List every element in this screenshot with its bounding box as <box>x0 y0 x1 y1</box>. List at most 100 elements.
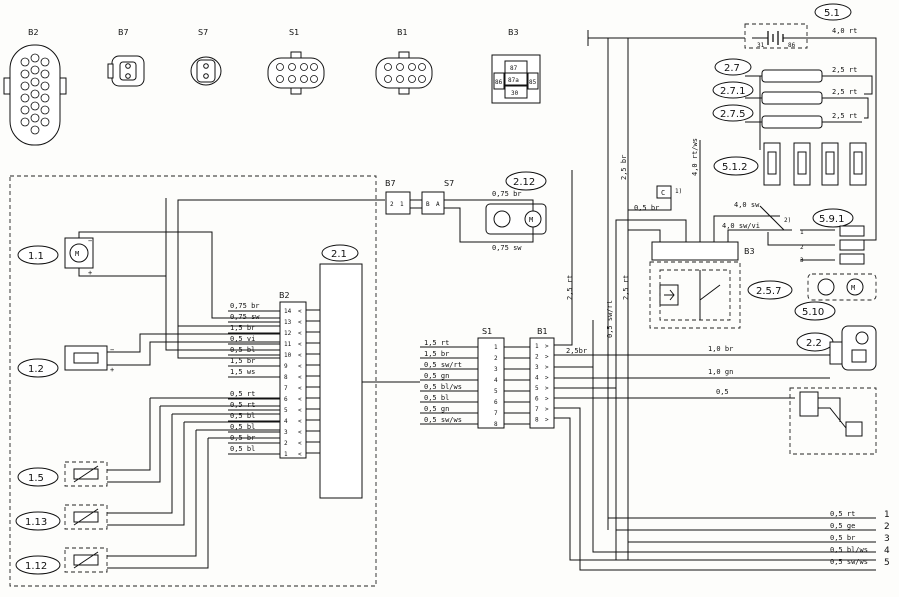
ref-5-10-badge: 5.10 <box>794 301 836 321</box>
ref-2-1-badge: 2.1 <box>321 244 359 262</box>
fuse-2-7-5 <box>761 115 823 129</box>
ref-1-5-badge: 1.5 <box>17 467 59 487</box>
b2-wire-label: 0,75 br <box>230 302 260 310</box>
s1-wire-label: 1,5 rt <box>424 339 449 347</box>
svg-text:<: < <box>298 308 302 315</box>
connector-s1-icon: S1 <box>267 28 325 95</box>
svg-text:M: M <box>529 216 533 224</box>
b2-pin-number: 7 <box>284 385 288 392</box>
svg-text:−: − <box>88 237 92 245</box>
svg-text:<: < <box>298 352 302 359</box>
b7-column-title: B7 <box>385 179 396 188</box>
ref-1-12-badge: 1.12 <box>15 555 61 575</box>
ref-5-9-1-badge: 5.9.1 <box>812 208 854 228</box>
b2-pin-number: 4 <box>284 418 288 425</box>
s1-pin-number: 2 <box>494 355 498 362</box>
top-wire-label-3: 2,5 rt <box>832 88 857 96</box>
s1-wire-label: 0,5 sw/rt <box>424 361 462 369</box>
ref-1-2-badge: 1.2 <box>17 358 59 378</box>
svg-text:<: < <box>298 341 302 348</box>
wire-label-075sw: 0,75 sw <box>492 244 522 252</box>
s7-column-title: S7 <box>444 179 454 188</box>
svg-text:<: < <box>298 385 302 392</box>
s1-wire-label: 0,5 gn <box>424 372 449 380</box>
b2-wire-label: 0,5 bl <box>230 423 255 431</box>
ref-2-7-5-badge: 2.7.5 <box>712 104 754 122</box>
svg-text:M: M <box>75 250 79 258</box>
b2-row: 0,5 bl1< <box>228 445 320 458</box>
relay-pin-87: 87 <box>510 65 518 72</box>
motor-2-12-wiring <box>410 199 534 243</box>
b1-pin-rows: 1>2>3>4>5>6>7>8> <box>535 343 549 424</box>
svg-text:5.1: 5.1 <box>824 8 840 19</box>
b2-row: 0,5 rt6< <box>228 390 320 403</box>
bottom-wire-number: 5 <box>884 558 890 568</box>
svg-text:31: 31 <box>757 42 765 49</box>
relay-pin-85: 85 <box>529 79 537 86</box>
b2-pin-number: 2 <box>284 440 288 447</box>
svg-text:>: > <box>545 406 549 413</box>
connector-b1-icon: B1 <box>375 28 433 95</box>
b1-right-wiring <box>554 170 876 571</box>
s1-wire-label: 0,5 bl/ws <box>424 383 462 391</box>
b2-column-title: B2 <box>279 291 290 300</box>
fuse-holders-5-1-2 <box>763 142 867 186</box>
b2-wire-label: 1,5 br <box>230 324 255 332</box>
svg-text:−: − <box>110 346 114 354</box>
s1-pin-number: 3 <box>494 366 498 373</box>
svg-text:1.12: 1.12 <box>25 561 47 572</box>
wire-label-25br: 2,5 br <box>620 155 628 180</box>
control-unit-boundary <box>9 175 377 587</box>
wire-label-05: 0,5 <box>716 388 729 396</box>
s1-row: 1,5 br 2 <box>420 350 530 362</box>
s1-connector-block <box>477 337 505 429</box>
connector-s7-icon: S7 <box>190 28 222 86</box>
b1-pin-number: 8 <box>535 417 539 424</box>
wire-label-25rt-b: 2,5 rt <box>622 275 630 300</box>
ref-5-1-badge: 5.1 <box>814 3 852 21</box>
b2-pin-number: 13 <box>284 319 292 326</box>
s1-pin-number: 8 <box>494 421 498 428</box>
bottom-wire-label: 0,5 ge <box>830 522 855 530</box>
ref-2-2-badge: 2.2 <box>796 332 834 352</box>
ref-1-13-badge: 1.13 <box>15 511 61 531</box>
s1-row: 0,5 bl/ws 5 <box>420 383 530 395</box>
s1-wire-label: 1,5 br <box>424 350 449 358</box>
svg-text:5.10: 5.10 <box>802 307 824 318</box>
actuator-2-2 <box>829 325 877 371</box>
svg-text:2.7: 2.7 <box>724 63 740 74</box>
ref-2-12-badge: 2.12 <box>505 171 547 191</box>
b2-row: 0,5 bl3< <box>228 423 320 436</box>
s1-connector-title: S1 <box>289 28 299 37</box>
b2-wire-label: 0,5 bl <box>230 445 255 453</box>
wire-label-075br: 0,75 br <box>492 190 522 198</box>
wire-label-05br: 0,5 br <box>634 204 659 212</box>
b7-connector-block <box>385 191 411 215</box>
lower-right-connector <box>799 391 819 417</box>
switch-5-9-1: 1 2 3 <box>800 225 865 265</box>
b3-connector-title: B3 <box>508 28 519 37</box>
b2-pin-number: 10 <box>284 352 292 359</box>
left-wiring <box>78 198 420 569</box>
motor-5-10-assembly: M <box>807 273 877 301</box>
ref-2-7-badge: 2.7 <box>714 58 752 76</box>
b2-pin-number: 3 <box>284 429 288 436</box>
b1-connector-title: B1 <box>397 28 408 37</box>
b1-pin-number: 3 <box>535 364 539 371</box>
s1-wire-label: 0,5 gn <box>424 405 449 413</box>
top-wire-label-1: 4,0 rt <box>832 27 857 35</box>
svg-text:1: 1 <box>800 229 804 236</box>
b2-pin-number: 9 <box>284 363 288 370</box>
wire-label-10gn: 1,0 gn <box>708 368 733 376</box>
svg-text:2.12: 2.12 <box>513 177 535 188</box>
svg-text:>: > <box>545 417 549 424</box>
s1-column-title: S1 <box>482 327 492 336</box>
s1-pin-number: 5 <box>494 388 498 395</box>
